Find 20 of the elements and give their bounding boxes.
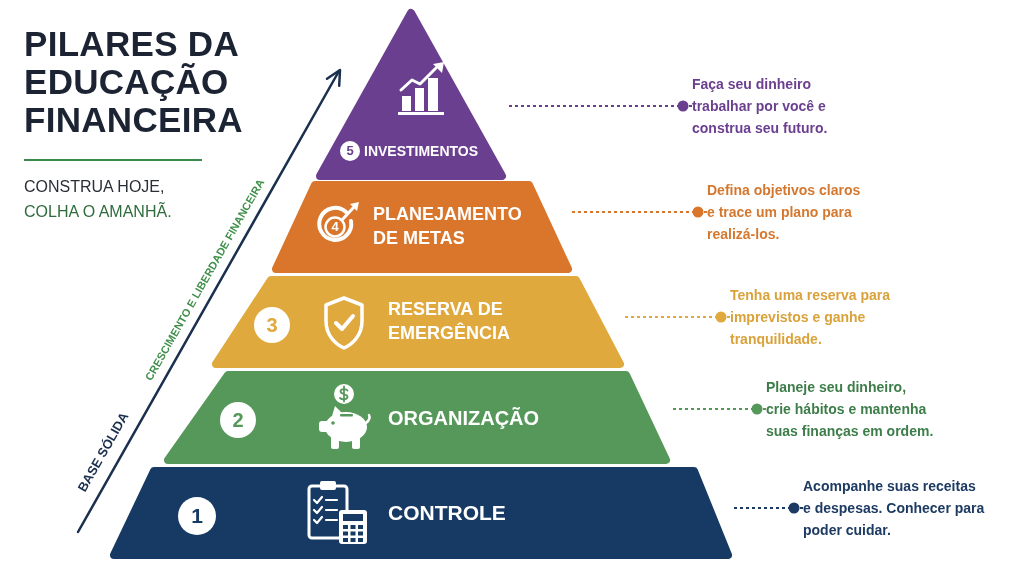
description-text: Planeje seu dinheiro, crie hábitos e mantenha suas finanças em ordem. xyxy=(766,376,934,442)
description-text: Acompanhe suas receitas e despesas. Conhecer para poder cuidar. xyxy=(803,475,986,541)
tagline: CONSTRUA HOJE, xyxy=(24,177,165,197)
tier-title: RESERVA DE EMERGÊNCIA xyxy=(388,298,511,345)
tier-title: CONTROLE xyxy=(388,501,507,525)
pyramid-tier xyxy=(110,467,732,559)
tier-title: PLANEJAMENTO DE METAS xyxy=(373,203,523,250)
leader-line xyxy=(623,311,731,323)
pyramid-tier xyxy=(316,8,506,180)
description-text: Faça seu dinheiro trabalhar por você e construa seu futuro. xyxy=(692,73,842,139)
description-text: Defina objetivos claros e trace um plano para realizá-los. xyxy=(707,179,867,245)
step-number: 4 xyxy=(330,218,340,236)
pyramid-tier xyxy=(272,181,572,273)
title: PILARES DA EDUCAÇÃO FINANCEIRA xyxy=(24,25,244,139)
leader-line xyxy=(571,206,708,218)
tagline: COLHA O AMANHÃ. xyxy=(24,202,172,222)
description-text: Tenha uma reserva para imprevistos e ganhe tranquilidade. xyxy=(730,284,905,350)
tier-title: ORGANIZAÇÃO xyxy=(388,406,541,430)
leader-line xyxy=(731,502,804,514)
tier-title: INVESTIMENTOS xyxy=(364,142,480,161)
